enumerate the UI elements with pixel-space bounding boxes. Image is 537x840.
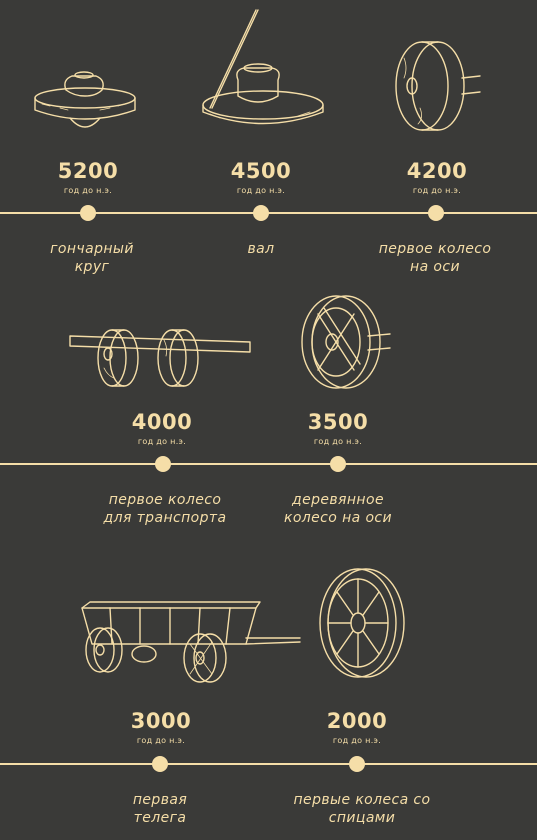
- milestone-era: год до н.э.: [63, 186, 113, 195]
- caption-line: круг: [74, 259, 110, 275]
- milestone-year: 5200: [57, 159, 119, 183]
- milestone-year: 4500: [230, 159, 292, 183]
- timeline-dot: [152, 756, 168, 772]
- caption-line: первое колесо: [108, 492, 222, 508]
- caption-line: гончарный: [50, 241, 134, 257]
- milestone-era: год до н.э.: [313, 437, 363, 446]
- milestone-caption: гончарный круг: [0, 240, 192, 276]
- timeline-dot: [80, 205, 96, 221]
- milestone-era: год до н.э.: [332, 736, 382, 745]
- caption-line: первые колеса со: [293, 792, 431, 808]
- milestone-year: 2000: [326, 709, 388, 733]
- milestone-era: год до н.э.: [236, 186, 286, 195]
- timeline-line-row-3: [0, 763, 537, 765]
- milestone-era: год до н.э.: [137, 437, 187, 446]
- caption-line: колесо на оси: [283, 510, 393, 526]
- milestone-era: год до н.э.: [136, 736, 186, 745]
- transport-axle-icon: [69, 329, 251, 387]
- milestone-caption: вал: [161, 240, 361, 258]
- caption-line: вал: [247, 241, 275, 257]
- caption-line: спицами: [328, 810, 396, 826]
- caption-line: первое колесо: [378, 241, 492, 257]
- wooden-wheel-icon: [301, 295, 391, 389]
- caption-line: телега: [133, 810, 187, 826]
- milestone-caption: деревянное колесо на оси: [238, 491, 438, 527]
- milestone-caption: первое колесо на оси: [335, 240, 535, 276]
- potters-wheel-icon: [34, 71, 136, 128]
- milestone-caption: первые колеса со спицами: [262, 791, 462, 827]
- axle-wheel-icon: [202, 9, 324, 125]
- caption-line: первая: [132, 792, 188, 808]
- milestone-era: год до н.э.: [412, 186, 462, 195]
- milestone-year: 3500: [307, 410, 369, 434]
- caption-line: на оси: [410, 259, 460, 275]
- caption-line: деревянное: [292, 492, 384, 508]
- timeline-dot: [428, 205, 444, 221]
- timeline-dot: [155, 456, 171, 472]
- timeline-dot: [349, 756, 365, 772]
- milestone-year: 3000: [130, 709, 192, 733]
- timeline-dot: [330, 456, 346, 472]
- spoked-wheel-icon: [319, 568, 405, 678]
- milestone-year: 4000: [131, 410, 193, 434]
- disc-wheel-on-axle-icon: [395, 41, 481, 131]
- caption-line: для транспорта: [103, 510, 227, 526]
- milestone-caption: первое колесо для транспорта: [65, 491, 265, 527]
- timeline-line-row-2: [0, 463, 537, 465]
- cart-icon: [81, 601, 301, 683]
- timeline-dot: [253, 205, 269, 221]
- milestone-year: 4200: [406, 159, 468, 183]
- milestone-caption: первая телега: [60, 791, 260, 827]
